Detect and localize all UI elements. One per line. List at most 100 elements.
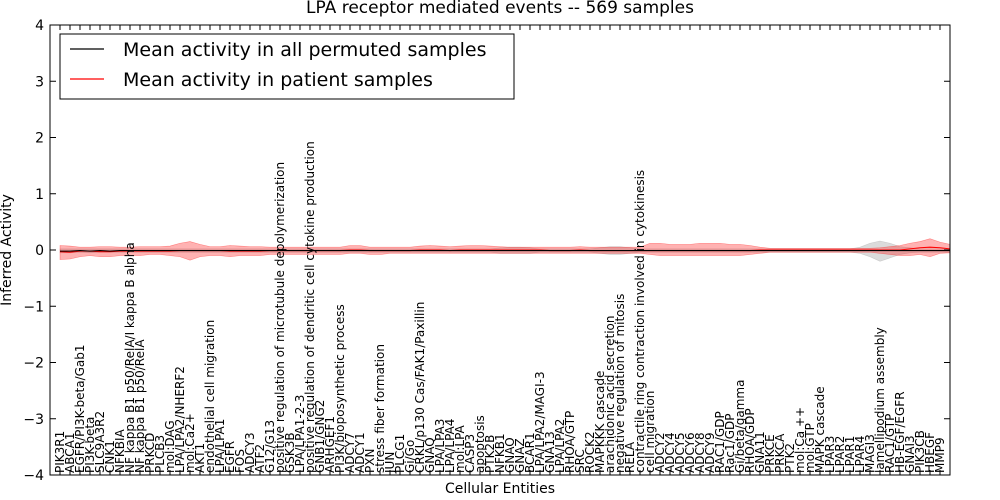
x-tick-label: HBEGF xyxy=(923,432,937,473)
y-tick-label: 0 xyxy=(35,243,44,259)
x-tick-label: JUN xyxy=(383,452,397,474)
x-tick-label: ATF2 xyxy=(253,444,267,473)
x-tick-label: RAC1/GTP xyxy=(883,414,897,473)
x-tick-label: ADCY3 xyxy=(243,432,257,473)
legend: Mean activity in all permuted samples Me… xyxy=(59,33,515,100)
x-tick-label: AKT1 xyxy=(193,443,207,473)
x-tick-label: ADCY2 xyxy=(653,432,667,473)
x-tick-label: LPA/LPA4 xyxy=(443,419,457,473)
x-tick-label: NFKBIA xyxy=(113,428,127,473)
x-tick-label: EGFR xyxy=(223,441,237,473)
x-tick-label: PLCG1 xyxy=(393,434,407,473)
x-tick-label: ARHGEF1 xyxy=(323,416,337,473)
x-tick-label: RHOA/GTP xyxy=(563,411,577,473)
y-tick-label: −2 xyxy=(23,356,44,372)
x-tick-label: ADCY1 xyxy=(353,432,367,473)
x-tick-label: ROCK2 xyxy=(583,431,597,473)
x-tick-label: GNAQ xyxy=(423,437,437,473)
x-tick-label: G12/G13 xyxy=(263,420,277,473)
y-tick-label: 4 xyxy=(35,18,44,34)
x-tick-label: stress fiber formation xyxy=(373,344,387,473)
x-tick-label: GNA11 xyxy=(753,431,767,473)
x-tick-label: LPA/LPA2/NHERF2 xyxy=(173,366,187,473)
y-tick-label: −3 xyxy=(23,412,44,428)
x-tick-label: Gi/Go xyxy=(403,440,417,473)
x-tick-label: PTK2 xyxy=(783,443,797,473)
x-tick-label: CASP3 xyxy=(463,434,477,473)
x-tick-label: mol:Ca ++ xyxy=(793,407,807,473)
x-tick-label: PRKCD xyxy=(143,433,157,473)
x-tick-label: LPA/LPA2/MAGI-3 xyxy=(533,371,547,473)
y-tick-label: 3 xyxy=(35,74,44,90)
y-tick-label: 1 xyxy=(35,187,44,203)
x-tick-label: LPA/LPA1-2-3 xyxy=(293,395,307,473)
x-tick-label: EGFR/PI3K-beta/Gab1 xyxy=(73,344,87,473)
legend-label-permuted: Mean activity in all permuted samples xyxy=(123,39,486,61)
x-tick-label: MAPK cascade xyxy=(813,386,827,473)
y-tick-label: −1 xyxy=(23,299,44,315)
x-tick-label: ADCY7 xyxy=(343,432,357,473)
x-tick-label: Gi/beta/gamma xyxy=(733,380,747,473)
y-tick-label: 2 xyxy=(35,131,44,147)
x-tick-label: ADCY6 xyxy=(683,432,697,473)
x-tick-label: NFKB1 xyxy=(493,433,507,473)
x-tick-label: SLC9A3R2 xyxy=(93,411,107,473)
x-tick-label: CRKL/p130 Cas/FAK1/Paxillin xyxy=(413,302,427,473)
chart-title: LPA receptor mediated events -- 569 samp… xyxy=(306,0,694,18)
x-tick-label: ADCY4 xyxy=(663,432,677,473)
x-tick-label: FOS xyxy=(233,449,247,473)
x-tick-label: mol:DAG xyxy=(163,420,177,473)
x-tick-label: MAGI3 xyxy=(863,434,877,473)
x-tick-label: GNAO xyxy=(503,437,517,473)
x-tick-label: PI3K/bioposynthetic process xyxy=(333,304,347,473)
x-tick-label: LPAR3 xyxy=(823,436,837,473)
x-tick-label: PXN xyxy=(363,449,377,473)
permuted-mean-line xyxy=(60,250,950,252)
x-tick-label: PLCB3 xyxy=(153,435,167,473)
x-tick-label: HB-EGF/EGFR xyxy=(893,391,907,473)
x-tick-label: MAPKKK cascade xyxy=(593,371,607,473)
x-tick-label: GNB1/GNG2 xyxy=(313,400,327,473)
x-tick-label: positive regulation of microtubule depol… xyxy=(273,162,287,473)
x-tick-label: cell migration xyxy=(643,391,657,473)
x-tick-label: ADCY8 xyxy=(693,432,707,473)
x-tick-label: ABCA1 xyxy=(63,433,77,473)
ticks-layer: −4−3−2−101234PIK3R1ABCA1EGFR/PI3K-beta/G… xyxy=(23,18,950,484)
y-axis-label: Inferred Activity xyxy=(0,194,15,306)
x-tick-label: LPA/LPA2 xyxy=(553,419,567,473)
patient-band xyxy=(59,238,951,261)
x-tick-label: NF kappa B1 p50/RelA xyxy=(133,339,147,473)
x-tick-label: ADCY5 xyxy=(673,432,687,473)
x-tick-label: LPAR1 xyxy=(843,436,857,473)
x-tick-label: PIK3R1 xyxy=(53,431,67,473)
x-tick-label: PRKCE xyxy=(763,434,777,473)
x-tick-label: contractile ring contraction involved in… xyxy=(633,170,647,473)
x-tick-label: mol:LPA xyxy=(453,424,467,473)
legend-box xyxy=(59,33,515,100)
x-tick-label: GNA13 xyxy=(543,431,557,473)
x-tick-label: RHOA/GDP xyxy=(743,408,757,473)
x-tick-label: RELA xyxy=(623,441,637,473)
x-tick-label: PIK3CB xyxy=(913,430,927,473)
x-tick-label: BCAR1 xyxy=(523,432,537,473)
x-tick-label: GSK3B xyxy=(283,432,297,473)
x-tick-label: CNK1 xyxy=(103,440,117,473)
x-tick-label: PRKCA xyxy=(773,433,787,473)
x-tick-label: apoptosis xyxy=(473,415,487,473)
x-tick-label: LPAR2 xyxy=(833,436,847,473)
x-tick-label: arachidonic acid secretion xyxy=(603,316,617,473)
x-tick-label: PTK2B xyxy=(483,435,497,473)
x-tick-label: SRC xyxy=(573,449,587,473)
x-tick-label: PI3K-beta xyxy=(83,417,97,473)
x-tick-label: negative regulation of mitosis xyxy=(613,294,627,473)
x-tick-label: LPA/LPA3 xyxy=(433,419,447,473)
lines-layer xyxy=(59,246,951,253)
x-tick-label: RAC1/GDP xyxy=(713,411,727,473)
x-tick-label: lamellipodium assembly xyxy=(873,327,887,473)
x-tick-label: NF kappa B1 p50/RelA/I kappa B alpha xyxy=(123,242,137,473)
x-tick-label: mol:Ca2+ xyxy=(183,413,197,473)
x-axis-label: Cellular Entities xyxy=(445,481,555,497)
x-tick-label: positive regulation of dendritic cell cy… xyxy=(303,141,317,473)
